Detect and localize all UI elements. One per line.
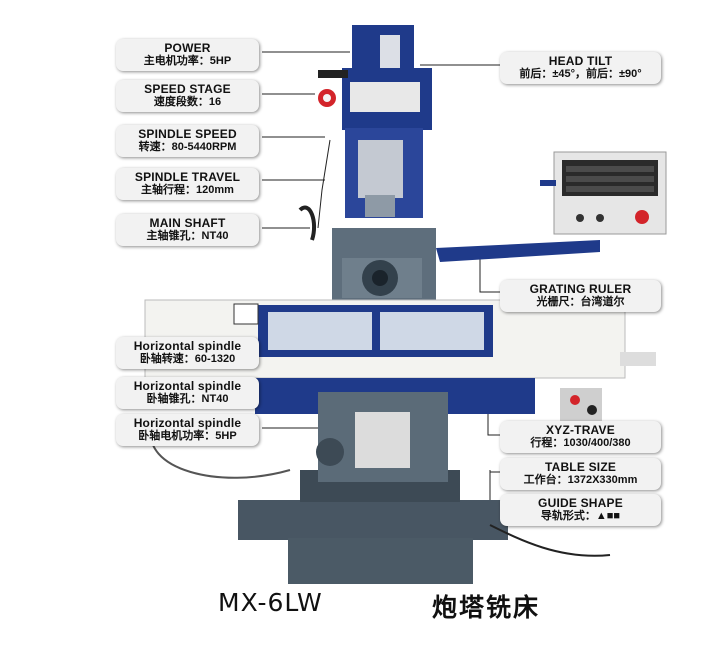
callout-spindle-speed-title: SPINDLE SPEED — [138, 127, 237, 141]
callout-head-tilt-title: HEAD TILT — [548, 54, 613, 68]
callout-horizontal-spindle-taper-value: 卧轴锥孔：NT40 — [146, 393, 229, 405]
callout-head-tilt-value: 前后：±45°，前后：±90° — [519, 68, 642, 80]
callout-table-size: TABLE SIZE 工作台：1372X330mm — [500, 458, 661, 490]
callout-power: POWER 主电机功率：5HP — [116, 39, 259, 71]
callout-grating-ruler-value: 光栅尺：台湾道尔 — [536, 296, 625, 308]
callout-horizontal-spindle-power: Horizontal spindle 卧轴电机功率：5HP — [116, 414, 259, 446]
callout-grating-ruler-title: GRATING RULER — [529, 282, 632, 296]
callout-spindle-travel: SPINDLE TRAVEL 主轴行程：120mm — [116, 168, 259, 200]
callout-guide-shape-value: 导轨形式：▲■■ — [540, 510, 621, 522]
callout-main-shaft-value: 主轴锥孔：NT40 — [146, 230, 229, 242]
callout-spindle-travel-title: SPINDLE TRAVEL — [134, 170, 241, 184]
callout-speed-stage-title: SPEED STAGE — [144, 82, 231, 96]
callout-spindle-travel-value: 主轴行程：120mm — [141, 184, 234, 196]
callout-table-size-value: 工作台：1372X330mm — [523, 474, 638, 486]
callout-horizontal-spindle-power-value: 卧轴电机功率：5HP — [138, 430, 237, 442]
callout-speed-stage-value: 速度段数：16 — [153, 96, 222, 108]
callout-main-shaft-title: MAIN SHAFT — [149, 216, 226, 230]
callout-horizontal-spindle-speed: Horizontal spindle 卧轴转速：60-1320 — [116, 337, 259, 369]
callout-horizontal-spindle-power-title: Horizontal spindle — [133, 416, 242, 430]
callout-head-tilt: HEAD TILT 前后：±45°，前后：±90° — [500, 52, 661, 84]
callout-table-size-title: TABLE SIZE — [544, 460, 617, 474]
callout-power-value: 主电机功率：5HP — [143, 55, 232, 67]
callout-horizontal-spindle-taper-title: Horizontal spindle — [133, 379, 242, 393]
callout-horizontal-spindle-speed-title: Horizontal spindle — [133, 339, 242, 353]
callout-guide-shape-title: GUIDE SHAPE — [538, 496, 623, 510]
callout-guide-shape: GUIDE SHAPE 导轨形式：▲■■ — [500, 494, 661, 526]
callout-power-title: POWER — [164, 41, 211, 55]
model-name-cn: 炮塔铣床 — [432, 593, 541, 622]
model-number: MX-6LW — [218, 588, 323, 617]
callout-main-shaft: MAIN SHAFT 主轴锥孔：NT40 — [116, 214, 259, 246]
callout-grating-ruler: GRATING RULER 光栅尺：台湾道尔 — [500, 280, 661, 312]
callout-xyz-travel-title: XYZ-TRAVE — [546, 423, 615, 437]
callout-xyz-travel: XYZ-TRAVE 行程：1030/400/380 — [500, 421, 661, 453]
callout-horizontal-spindle-speed-value: 卧轴转速：60-1320 — [139, 353, 236, 365]
callout-speed-stage: SPEED STAGE 速度段数：16 — [116, 80, 259, 112]
callout-xyz-travel-value: 行程：1030/400/380 — [530, 437, 631, 449]
callout-horizontal-spindle-taper: Horizontal spindle 卧轴锥孔：NT40 — [116, 377, 259, 409]
callout-spindle-speed: SPINDLE SPEED 转速：80-5440RPM — [116, 125, 259, 157]
callout-spindle-speed-value: 转速：80-5440RPM — [138, 141, 237, 153]
